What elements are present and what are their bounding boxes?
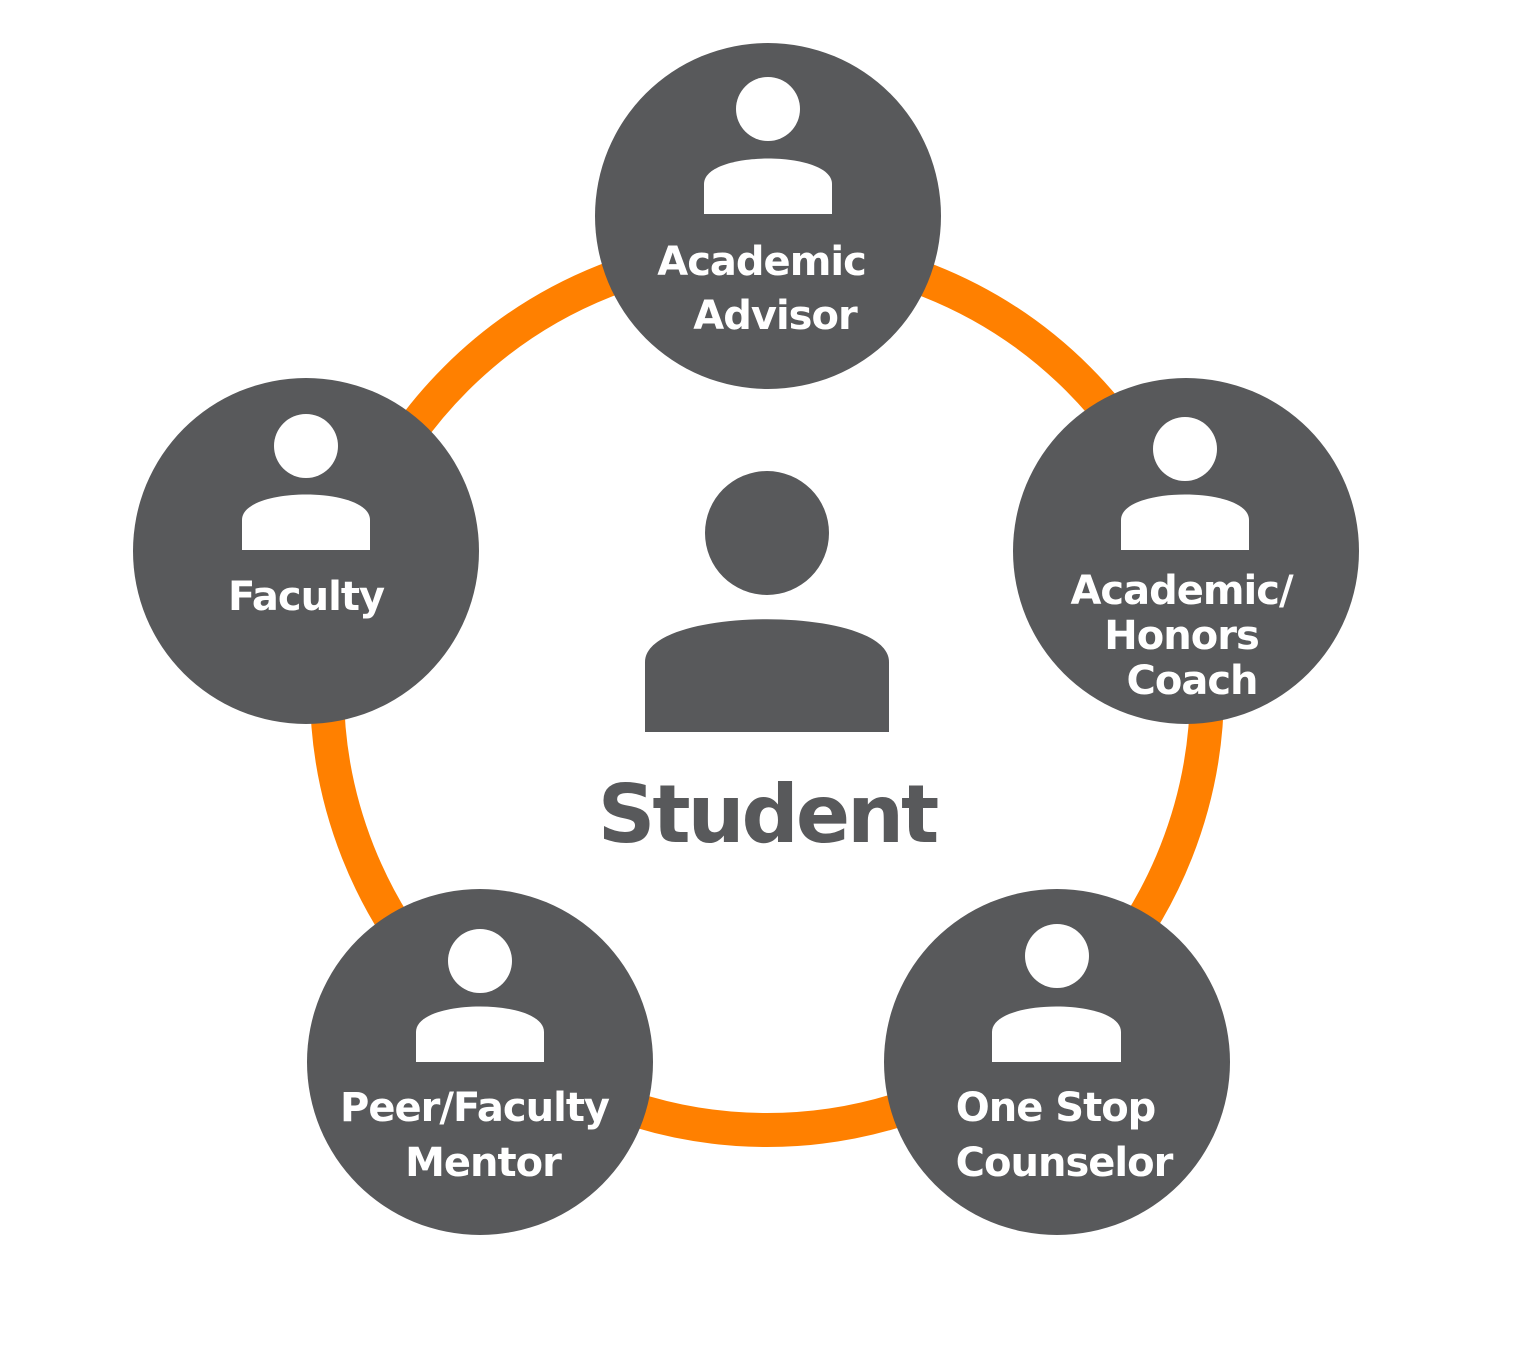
person-icon-body <box>242 494 370 550</box>
node-label-line: Faculty <box>228 574 385 620</box>
node-one-stop-counselor: One Stop Counselor <box>884 889 1230 1235</box>
node-circle <box>1013 378 1359 724</box>
person-icon <box>992 924 1121 1062</box>
person-icon-head <box>1153 417 1217 481</box>
node-label-line: Coach <box>1126 658 1257 704</box>
student-icon-body <box>645 619 889 732</box>
student-icon-head <box>705 471 829 595</box>
person-icon <box>704 77 832 214</box>
person-icon-head <box>274 414 338 478</box>
node-peer-faculty-mentor: Peer/Faculty Mentor <box>307 889 653 1235</box>
node-label-line: Honors <box>1104 613 1258 659</box>
node-label-line: Academic <box>657 239 866 285</box>
node-label: Peer/Faculty Mentor <box>340 1085 622 1186</box>
person-icon-body <box>704 158 832 214</box>
student-center: Student <box>598 471 941 861</box>
node-label-line: Academic/ <box>1070 568 1294 614</box>
node-label-line: Advisor <box>693 293 858 339</box>
node-faculty: Faculty <box>133 378 479 724</box>
node-circle <box>133 378 479 724</box>
node-circle <box>595 43 941 389</box>
node-label-line: Counselor <box>956 1140 1174 1186</box>
student-label: Student <box>598 768 938 861</box>
person-icon-body <box>1121 494 1249 550</box>
person-icon-head <box>1025 924 1089 988</box>
person-icon-head <box>736 77 800 141</box>
node-label: Academic Advisor <box>657 239 878 339</box>
node-label: One Stop Counselor <box>956 1085 1174 1186</box>
person-icon <box>242 414 370 550</box>
person-icon-body <box>416 1006 544 1062</box>
node-label: Academic/ Honors Coach <box>1070 568 1305 704</box>
person-icon-head <box>448 929 512 993</box>
person-icon <box>1121 417 1249 550</box>
person-icon-body <box>992 1006 1121 1062</box>
node-label: Faculty <box>228 574 385 620</box>
node-label-line: Mentor <box>405 1140 562 1186</box>
node-label-line: Peer/Faculty <box>340 1085 610 1131</box>
student-person-icon <box>645 471 889 732</box>
node-academic-honors-coach: Academic/ Honors Coach <box>1013 378 1359 724</box>
node-label-line: One Stop <box>956 1085 1156 1131</box>
node-academic-advisor: Academic Advisor <box>595 43 941 389</box>
person-icon <box>416 929 544 1062</box>
